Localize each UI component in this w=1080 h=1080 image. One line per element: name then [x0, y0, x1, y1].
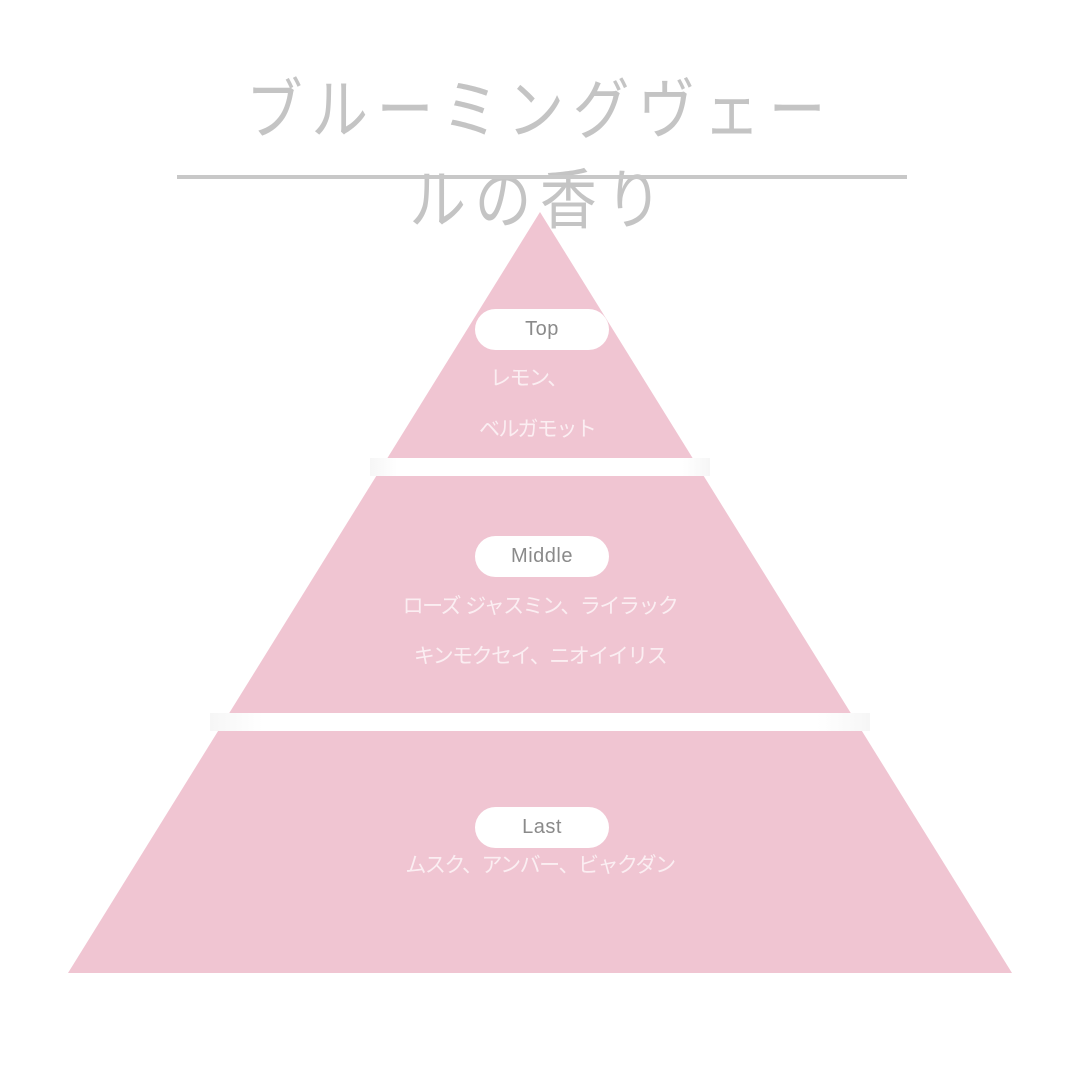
top-notes-line-2: ベルガモット — [479, 417, 597, 441]
middle-notes-line-1: ローズ ジャスミン、ライラック — [402, 594, 679, 618]
last-notes-line-1: ムスク、アンバー、ビャクダン — [405, 853, 676, 877]
tier-divider-middle-last — [210, 713, 870, 731]
tier-label-last: Last — [475, 807, 609, 848]
tier-divider-top-middle — [370, 458, 710, 476]
pyramid-shape — [68, 212, 1012, 973]
middle-notes-line-2: キンモクセイ、ニオイイリス — [413, 644, 668, 668]
page-title: ブルーミングヴェールの香り — [245, 72, 835, 239]
tier-label-top: Top — [475, 309, 609, 350]
title-underline — [177, 175, 907, 179]
tier-label-middle: Middle — [475, 536, 609, 577]
top-notes-line-1: レモン、 — [490, 366, 568, 390]
